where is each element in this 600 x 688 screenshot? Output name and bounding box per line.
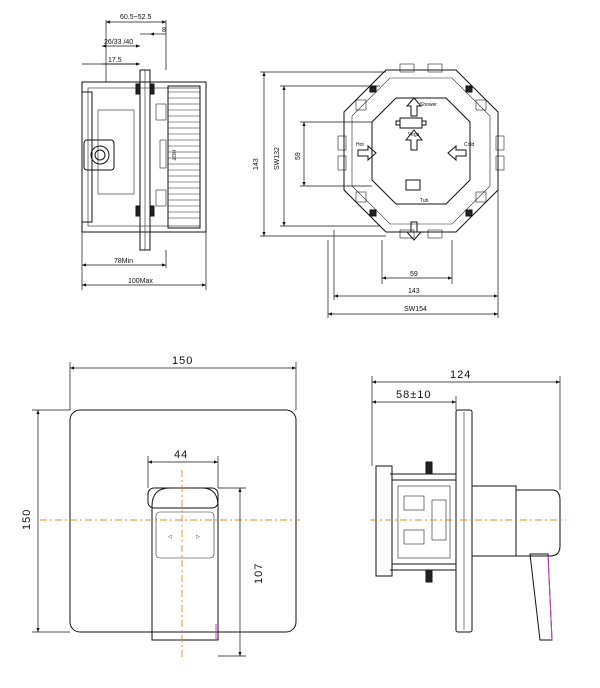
valve-body-outline bbox=[81, 81, 207, 233]
label-tub: Tub bbox=[420, 198, 429, 204]
valve-body-side-view: HOT 60.5~52.5 8 26/33 /40 17.5 78Min 100… bbox=[81, 14, 207, 290]
dim-overall-width: 60.5~52.5 bbox=[120, 14, 151, 21]
dim-handle-107: 107 bbox=[253, 563, 265, 584]
arrow-up-icon bbox=[405, 97, 423, 117]
arrow-right-icon bbox=[357, 144, 377, 162]
outlet-port bbox=[83, 139, 115, 171]
dim-offset-17-5: 17.5 bbox=[108, 57, 122, 64]
dim-depth-range: 26/33 /40 bbox=[104, 39, 133, 46]
dim-depth-58: 58±10 bbox=[396, 389, 432, 401]
trim-front-view: ◁ ▷ 150 150 44 107 bbox=[21, 355, 300, 660]
diverter-block bbox=[399, 117, 423, 129]
label-cold: Cold bbox=[464, 142, 475, 148]
dim-height-150: 150 bbox=[21, 509, 33, 530]
dim-width-59: 59 bbox=[410, 271, 418, 278]
arrow-left-icon bbox=[447, 144, 467, 162]
dim-width-143: 143 bbox=[408, 288, 420, 295]
trim-side-view: 124 58±10 bbox=[370, 369, 566, 641]
octagon-inner bbox=[371, 97, 471, 205]
side-lever-head bbox=[515, 489, 561, 557]
dim-height-59: 59 bbox=[295, 152, 302, 160]
side-valve-body bbox=[375, 465, 393, 577]
dim-sw132: SW132 bbox=[274, 147, 281, 170]
dim-depth-124: 124 bbox=[450, 369, 471, 381]
label-shower: Shower bbox=[420, 102, 437, 108]
dim-height-143: 143 bbox=[253, 158, 260, 170]
label-vega: Vega bbox=[408, 132, 420, 138]
dim-offset-8: 8 bbox=[162, 27, 166, 34]
valve-body-front-view: Shower Vega Hot Cold Tub 143 SW132 59 59… bbox=[253, 63, 505, 318]
side-escutcheon bbox=[471, 485, 517, 557]
dim-min-depth: 78Min bbox=[114, 258, 133, 265]
arrow-down-icon bbox=[405, 221, 423, 241]
dim-sw154: SW154 bbox=[404, 306, 427, 313]
arrow-center-up-icon bbox=[404, 129, 424, 151]
tub-port bbox=[405, 179, 421, 191]
hot-indicator-icon: ◁ bbox=[168, 534, 172, 540]
thread-hatching bbox=[167, 85, 201, 229]
svg-text:HOT: HOT bbox=[170, 150, 176, 161]
cold-indicator-icon: ▷ bbox=[196, 534, 200, 540]
dim-handle-44: 44 bbox=[174, 449, 188, 461]
octagon-outer bbox=[343, 69, 499, 233]
dim-width-150: 150 bbox=[172, 355, 193, 367]
cover-plate bbox=[69, 409, 297, 633]
lever-handle bbox=[151, 487, 219, 641]
dim-max-depth: 100Max bbox=[128, 278, 153, 285]
label-hot: Hot bbox=[356, 142, 364, 148]
